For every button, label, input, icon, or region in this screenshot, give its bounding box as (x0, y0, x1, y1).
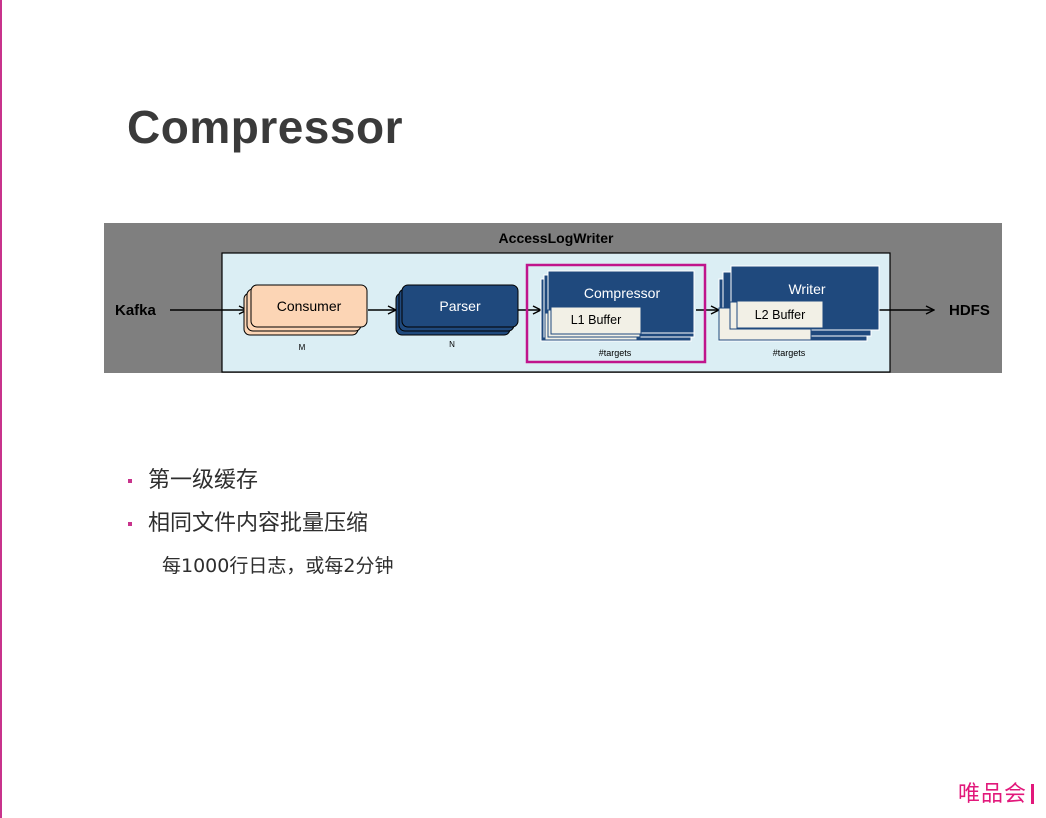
bullet-item: 相同文件内容批量压缩 (126, 507, 368, 550)
writer-buffer-label: L2 Buffer (755, 308, 806, 322)
stage-parser: Parser (395, 284, 519, 336)
sink-label: HDFS (949, 302, 990, 319)
bullet-marker (128, 522, 132, 526)
architecture-diagram: AccessLogWriter Kafka HDFS Consumer M Pa… (104, 223, 1002, 373)
bullet-marker (128, 479, 132, 483)
bullet-item: 第一级缓存 (126, 464, 368, 507)
source-label: Kafka (115, 302, 157, 319)
stage-writer-multiplicity: #targets (773, 348, 806, 358)
stage-consumer-multiplicity: M (299, 343, 306, 352)
brand-logo-text: 唯品会 (957, 782, 1027, 807)
compressor-highlight-frame (525, 263, 707, 364)
bullet-text: 相同文件内容批量压缩 (148, 511, 369, 536)
stage-parser-multiplicity: N (449, 340, 455, 349)
logo-bar (1031, 784, 1034, 804)
stage-writer-label: Writer (788, 281, 825, 297)
stage-consumer-label: Consumer (277, 298, 342, 314)
slide-title: Compressor (127, 101, 403, 153)
container-label: AccessLogWriter (499, 230, 614, 246)
compressor-buffer-label: L1 Buffer (571, 313, 622, 327)
stage-consumer: Consumer (243, 284, 368, 336)
bullet-list: 第一级缓存 相同文件内容批量压缩 (126, 464, 368, 550)
stage-writer: Writer L2 Buffer (718, 265, 880, 342)
stage-compressor: Compressor L1 Buffer (540, 270, 695, 342)
bullet-text: 第一级缓存 (148, 468, 259, 493)
sub-bullet-text: 每1000行日志，或每2分钟 (162, 555, 394, 577)
brand-logo: 唯品会 (958, 776, 1034, 808)
stage-parser-label: Parser (439, 298, 481, 314)
stage-compressor-label: Compressor (584, 285, 661, 301)
left-accent-rule (0, 0, 2, 818)
stage-compressor-multiplicity: #targets (599, 348, 632, 358)
